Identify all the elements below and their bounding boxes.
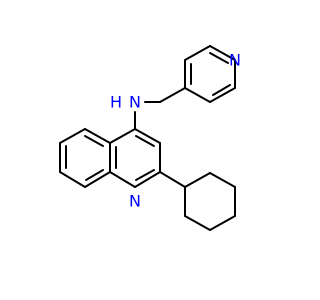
amine-nitrogen-label: N (129, 93, 141, 112)
pyridine-nitrogen-label: N (229, 51, 241, 70)
pyridine-ring (159, 45, 236, 103)
quinoline-ring-system (59, 128, 161, 188)
quinoline-nitrogen-label: N (129, 192, 141, 211)
amine-linker (134, 101, 161, 130)
chemical-structure-diagram: N H N N (59, 45, 241, 231)
amine-hydrogen-label: H (110, 93, 122, 112)
cyclohexyl-ring (159, 171, 236, 231)
